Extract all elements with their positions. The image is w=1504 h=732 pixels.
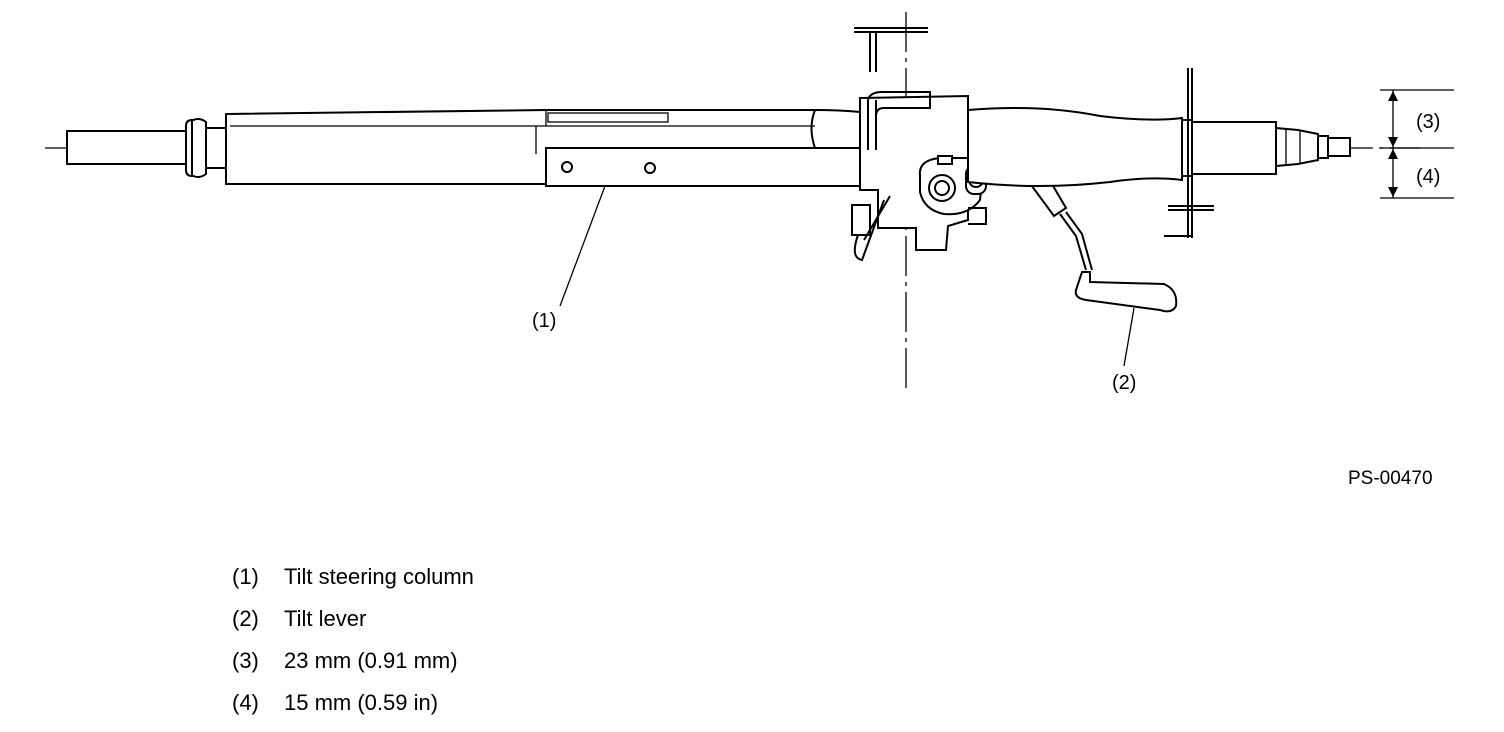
legend-item: (3) 23 mm (0.91 mm): [232, 640, 474, 682]
legend: (1) Tilt steering column (2) Tilt lever …: [232, 556, 474, 724]
dimension-markers: [1380, 89, 1454, 199]
figure-code: PS-00470: [1348, 468, 1433, 489]
output-shaft: [1191, 121, 1351, 175]
legend-item: (4) 15 mm (0.59 in): [232, 682, 474, 724]
legend-text: 23 mm (0.91 mm): [284, 648, 458, 673]
legend-text: 15 mm (0.59 in): [284, 690, 439, 715]
callout-2-leader: [1123, 307, 1135, 367]
column-upper-tube: [967, 107, 1183, 187]
callout-1: (1): [532, 310, 556, 332]
legend-text: Tilt lever: [284, 606, 367, 631]
callout-3: (3): [1416, 111, 1440, 133]
callout-1-leader: [559, 185, 606, 307]
mounting-reference-top: [854, 27, 928, 72]
legend-number: (3): [232, 648, 259, 673]
input-shaft: [66, 118, 229, 178]
legend-item: (2) Tilt lever: [232, 598, 474, 640]
legend-item: (1) Tilt steering column: [232, 556, 474, 598]
legend-number: (2): [232, 606, 259, 631]
callout-2: (2): [1112, 372, 1136, 394]
callout-4: (4): [1416, 166, 1440, 188]
legend-text: Tilt steering column: [284, 564, 474, 589]
tilt-mechanism: [851, 91, 987, 262]
column-bracket: [545, 147, 861, 187]
legend-number: (4): [232, 690, 259, 715]
legend-number: (1): [232, 564, 259, 589]
